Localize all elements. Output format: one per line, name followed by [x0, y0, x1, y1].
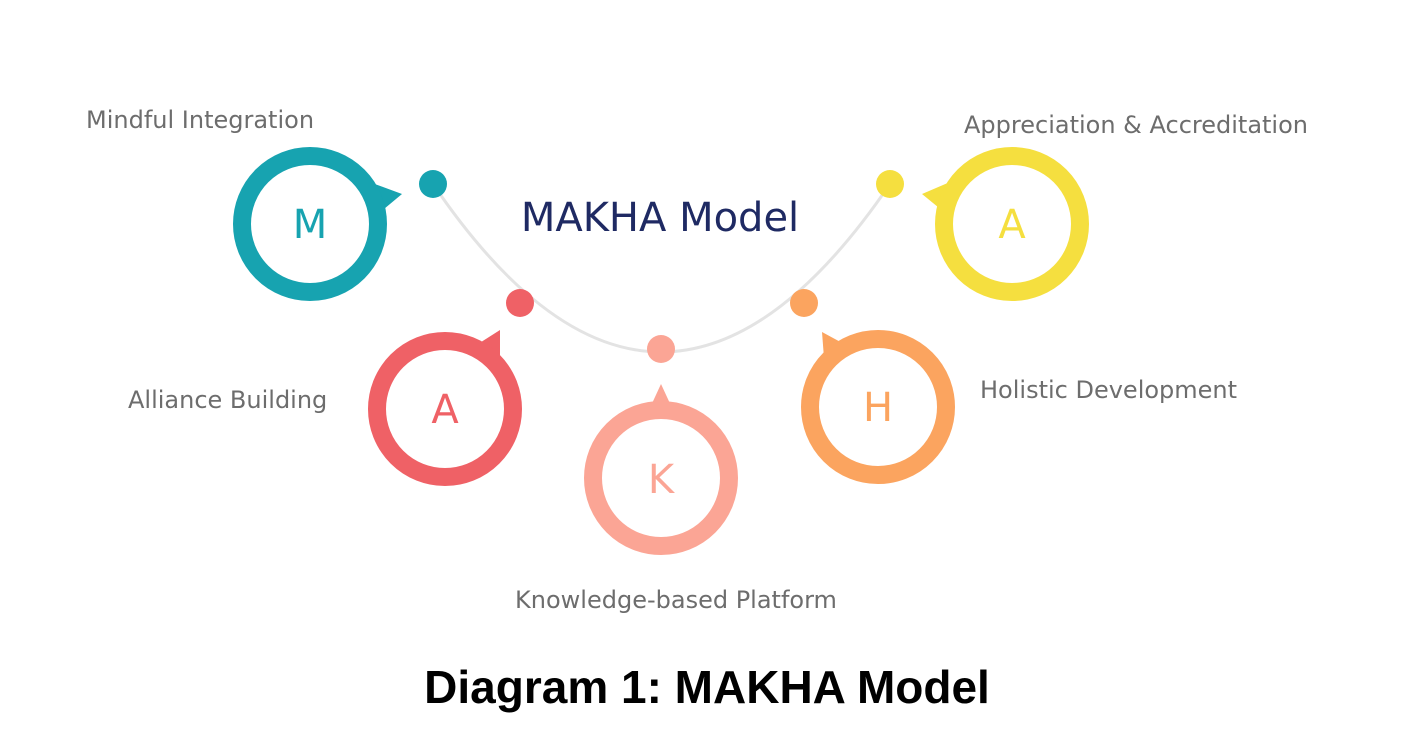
- model-title: MAKHA Model: [521, 195, 799, 241]
- node-h-ring: [801, 330, 955, 484]
- node-m-dot: [419, 170, 447, 198]
- node-knowledge-based-platform: K Knowledge-based Platform: [515, 335, 837, 614]
- node-holistic-development: H Holistic Development: [790, 289, 1237, 484]
- node-m-label: Mindful Integration: [86, 106, 314, 134]
- node-alliance-building: A Alliance Building: [128, 289, 534, 486]
- node-h-label: Holistic Development: [980, 376, 1237, 404]
- diagram-caption: Diagram 1: MAKHA Model: [424, 661, 990, 713]
- node-h-letter: H: [863, 385, 893, 431]
- node-k-label: Knowledge-based Platform: [515, 586, 837, 614]
- node-k-ring: [584, 401, 738, 555]
- node-a1-bubble-pointer: [478, 330, 500, 356]
- node-a2-dot: [876, 170, 904, 198]
- node-k-dot: [647, 335, 675, 363]
- node-a2-letter: A: [998, 202, 1026, 248]
- node-a1-ring: [368, 332, 522, 486]
- node-a2-ring: [935, 147, 1089, 301]
- node-a1-label: Alliance Building: [128, 386, 327, 414]
- node-a1-dot: [506, 289, 534, 317]
- node-mindful-integration: M Mindful Integration: [86, 106, 447, 301]
- node-a1-letter: A: [431, 387, 459, 433]
- node-h-dot: [790, 289, 818, 317]
- node-a2-label: Appreciation & Accreditation: [964, 111, 1308, 139]
- node-appreciation-accreditation: A Appreciation & Accreditation: [876, 111, 1308, 301]
- node-m-ring: [233, 147, 387, 301]
- node-k-letter: K: [648, 457, 676, 503]
- node-m-letter: M: [293, 202, 328, 248]
